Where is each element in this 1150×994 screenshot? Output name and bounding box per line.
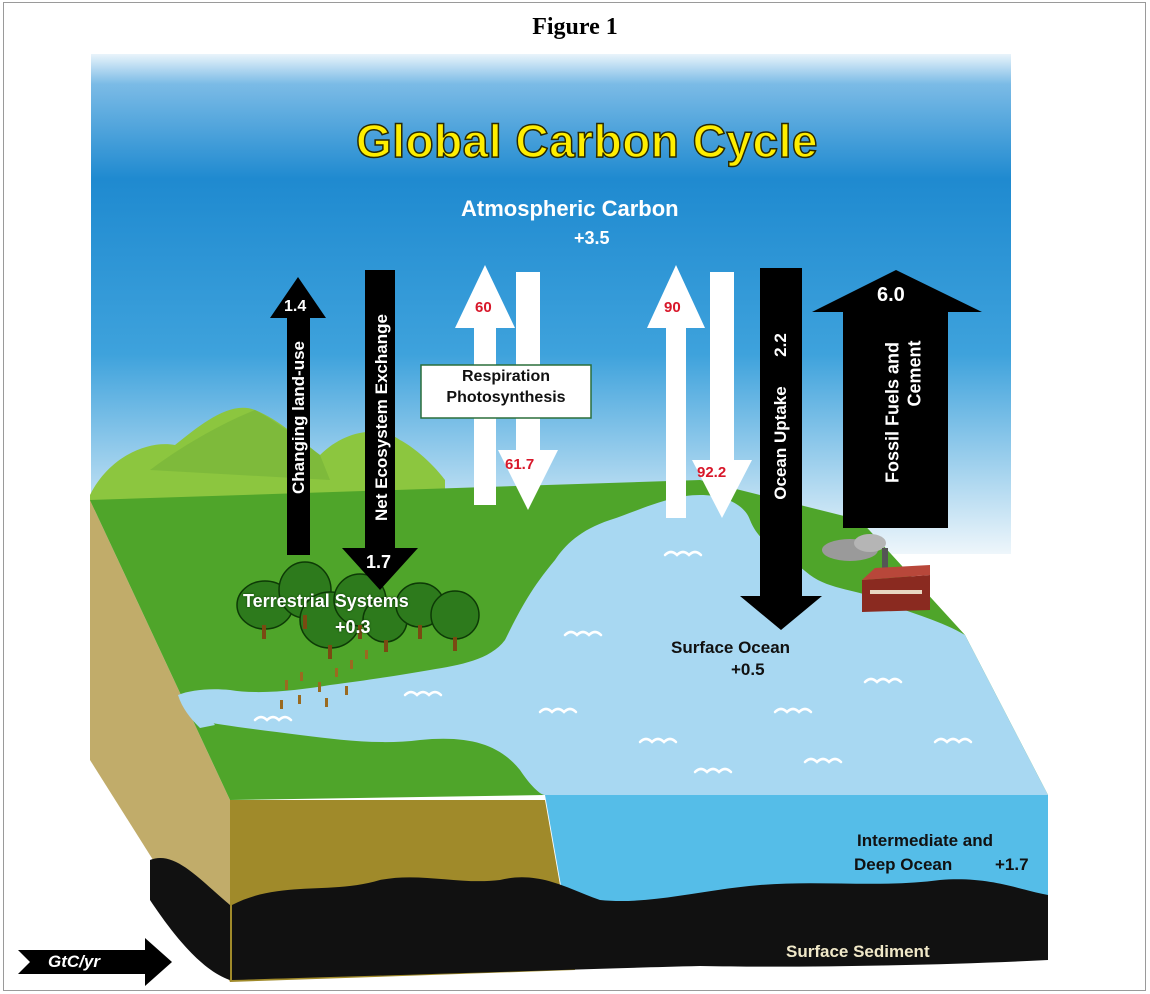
photosynthesis-value: 61.7 bbox=[505, 456, 535, 473]
units-label: GtC/yr bbox=[48, 952, 100, 971]
fossil-fuel-line1: Fossil Fuels and bbox=[882, 341, 903, 484]
waves bbox=[253, 550, 973, 774]
figure-label: Figure 1 bbox=[532, 14, 618, 40]
ocean-absorb-value: 92.2 bbox=[697, 464, 727, 481]
block-left-side bbox=[90, 500, 230, 982]
fossil-fuel-value: 6.0 bbox=[877, 284, 905, 306]
atmosphere-value: +3.5 bbox=[574, 228, 610, 248]
land-use-value: 1.4 bbox=[284, 298, 307, 315]
ocean-release-arrow bbox=[647, 265, 705, 518]
units-arrow bbox=[18, 938, 172, 986]
land-use-label: Changing land-use bbox=[289, 341, 308, 494]
deep-ocean-line1: Intermediate and bbox=[857, 831, 994, 850]
sediment-band-left bbox=[150, 858, 230, 980]
net-ecosystem-label: Net Ecosystem Exchange bbox=[372, 314, 391, 521]
hill-shade bbox=[150, 410, 330, 480]
ocean-release-value: 90 bbox=[664, 299, 681, 316]
atmosphere-label: Atmospheric Carbon bbox=[461, 196, 679, 221]
deep-ocean-value: +1.7 bbox=[995, 855, 1029, 874]
ocean-uptake-value: 2.2 bbox=[771, 333, 790, 357]
surface-ocean-label: Surface Ocean bbox=[671, 638, 791, 657]
ocean-inlet bbox=[178, 695, 215, 728]
ocean-absorb-arrow bbox=[692, 272, 752, 518]
diagram-title: Global Carbon Cycle bbox=[355, 114, 818, 168]
figure-frame bbox=[3, 2, 1146, 991]
net-ecosystem-arrow bbox=[342, 270, 418, 590]
terrestrial-value: +0.3 bbox=[335, 617, 371, 637]
sediment-label: Surface Sediment bbox=[786, 942, 930, 961]
fossil-fuel-arrow bbox=[812, 270, 982, 528]
factory bbox=[822, 534, 930, 612]
ocean-surface bbox=[178, 495, 1048, 795]
resp-box-line2: Photosynthesis bbox=[446, 389, 566, 406]
fossil-fuel-line2: Cement bbox=[904, 340, 925, 407]
respiration-value: 60 bbox=[475, 299, 492, 316]
ocean-uptake-label: Ocean Uptake bbox=[771, 386, 790, 500]
surface-ocean-value: +0.5 bbox=[731, 660, 765, 679]
net-ecosystem-value: 1.7 bbox=[366, 552, 392, 572]
deep-ocean-line2: Deep Ocean bbox=[854, 855, 953, 874]
forest bbox=[236, 561, 480, 709]
resp-photo-box bbox=[420, 364, 592, 419]
land-use-arrow bbox=[270, 277, 326, 555]
terrestrial-label: Terrestrial Systems bbox=[243, 591, 409, 611]
resp-box-line1: Respiration bbox=[461, 368, 550, 385]
sediment-band bbox=[232, 877, 1048, 980]
ocean-uptake-arrow bbox=[740, 268, 822, 630]
